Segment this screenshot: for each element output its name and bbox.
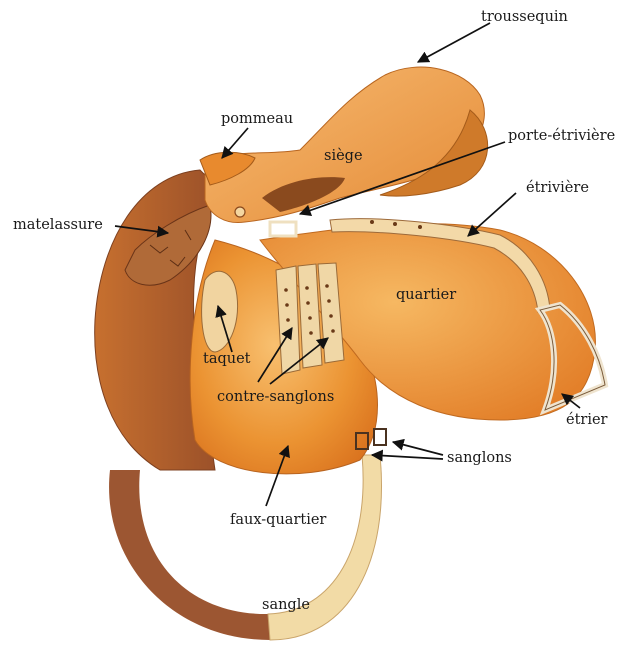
label-contre-sanglons: contre-sanglons xyxy=(217,389,334,405)
padding-quilt-marks xyxy=(149,229,192,267)
label-faux-quartier: faux-quartier xyxy=(230,512,326,528)
saddle-seat xyxy=(204,66,485,224)
pommel-rim xyxy=(199,151,256,186)
label-etriviere: étrivière xyxy=(526,180,589,196)
stirrup-leather-holes xyxy=(370,220,422,229)
label-troussequin: troussequin xyxy=(481,9,568,25)
label-pommeau: pommeau xyxy=(221,111,293,127)
girth-buckles xyxy=(355,428,387,450)
billet-straps xyxy=(275,262,345,375)
label-taquet: taquet xyxy=(203,351,251,367)
label-porte-etriviere: porte-étrivière xyxy=(508,128,615,144)
stirrup-bar-buckle xyxy=(268,220,298,238)
label-quartier: quartier xyxy=(396,287,456,303)
seat-recess xyxy=(262,177,345,212)
label-arrows xyxy=(114,22,581,507)
girth-strap xyxy=(109,454,382,641)
label-etrier: étrier xyxy=(566,412,608,428)
stirrup-iron-outline xyxy=(539,304,606,411)
label-sangle: sangle xyxy=(262,597,310,613)
label-sanglons: sanglons xyxy=(447,450,512,466)
pommel-rivet xyxy=(234,206,246,218)
label-matelassure: matelassure xyxy=(13,217,103,233)
label-siege: siège xyxy=(324,148,363,164)
